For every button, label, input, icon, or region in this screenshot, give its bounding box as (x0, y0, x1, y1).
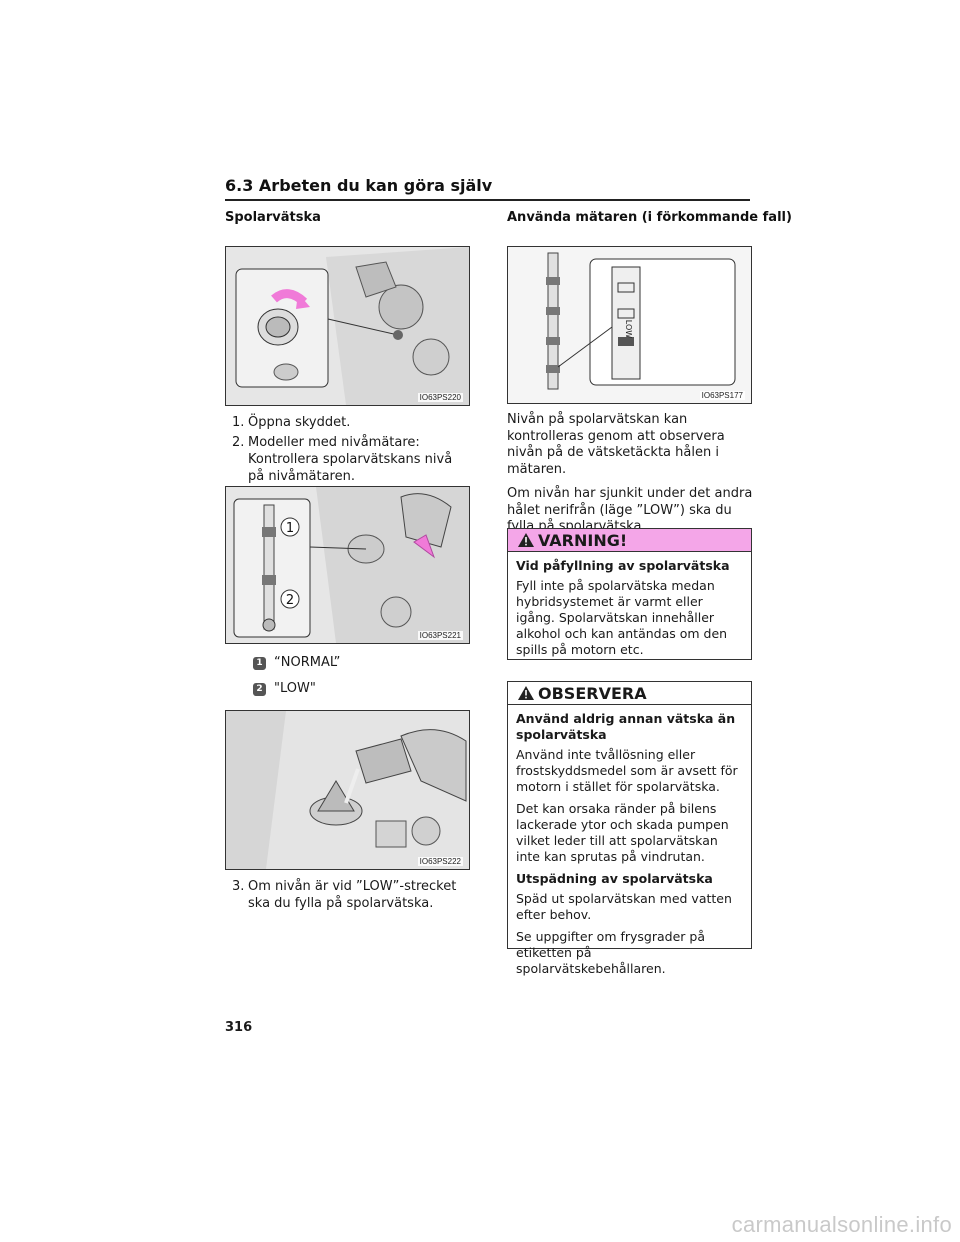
gauge-label-2: 2 (286, 593, 294, 608)
level-gauge-illustration: 1 2 (226, 487, 469, 643)
step-text: Om nivån är vid ”LOW”-strecket ska du fy… (248, 879, 457, 911)
engine-bay-illustration (226, 247, 469, 405)
notice-text: Späd ut spolarvätskan med vatten efter b… (516, 891, 732, 922)
section-header: 6.3 Arbeten du kan göra själv (225, 176, 493, 195)
figure-code: IO63PS222 (417, 857, 463, 866)
notice-header: OBSERVERA (508, 682, 751, 705)
washer-fluid-title: Spolarvätska (225, 210, 321, 225)
step-text: Modeller med nivåmätare: Kontrollera spo… (248, 435, 453, 484)
watermark: carmanualsonline.info (731, 1212, 952, 1237)
gauge-closeup-illustration: LOW (508, 247, 751, 403)
warning-header: VARNING! (508, 529, 751, 552)
notice-body: Använd aldrig annan vätska än spolarväts… (508, 705, 751, 987)
figure-gauge-closeup: LOW IO63PS177 (507, 246, 752, 404)
notice-text: Det kan orsaka ränder på bilens lackerad… (516, 801, 729, 864)
page-number: 316 (225, 1020, 253, 1035)
warning-title: VARNING! (538, 530, 628, 550)
step-number: 3. (232, 879, 245, 894)
notice-text: Använd inte tvållösning eller frostskydd… (516, 747, 738, 794)
paragraph: Nivån på spolarvätskan kan kontrolleras … (507, 412, 725, 477)
refill-illustration (226, 711, 469, 869)
step-number: 2. (232, 435, 245, 450)
figure-level-gauge: 1 2 IO63PS221 (225, 486, 470, 644)
gauge-usage-title: Använda mätaren (i förkommande fall) (507, 210, 792, 225)
step-3: 3. Om nivån är vid ”LOW”-strecket ska du… (232, 878, 472, 912)
figure-refill: IO63PS222 (225, 710, 470, 870)
notice-subtitle-2: Utspädning av spolarvätska (516, 871, 713, 886)
callout-badge: 1 (253, 657, 266, 670)
header-rule (225, 199, 750, 201)
caution-icon (518, 686, 534, 700)
notice-subtitle-1: Använd aldrig annan vätska än spolarväts… (516, 711, 736, 742)
figure-code: IO63PS220 (417, 393, 463, 402)
notice-box: OBSERVERA Använd aldrig annan vätska än … (507, 681, 752, 976)
step-number: 1. (232, 415, 245, 430)
callout-badge: 2 (253, 683, 266, 696)
notice-text: Se uppgifter om frysgrader på etiketten … (516, 929, 705, 976)
step-1: 1. Öppna skyddet. (232, 414, 472, 431)
callout-normal: 1 “NORMAL” (253, 654, 340, 671)
gauge-low-label: LOW (624, 320, 633, 338)
callout-low: 2 "LOW" (253, 680, 316, 697)
warning-text: Fyll inte på spolarvätska medan hybridsy… (516, 578, 728, 657)
gauge-label-1: 1 (286, 521, 294, 536)
figure-code: IO63PS177 (699, 391, 745, 400)
gauge-description: Nivån på spolarvätskan kan kontrolleras … (507, 412, 755, 544)
warning-icon (518, 533, 534, 547)
step-text: Öppna skyddet. (248, 415, 351, 430)
callout-text: "LOW" (274, 681, 316, 696)
warning-body: Vid påfyllning av spolarvätska Fyll inte… (508, 552, 751, 668)
notice-title: OBSERVERA (538, 683, 647, 703)
figure-code: IO63PS221 (417, 631, 463, 640)
step-2: 2. Modeller med nivåmätare: Kontrollera … (232, 434, 472, 485)
figure-open-cap: IO63PS220 (225, 246, 470, 406)
warning-subtitle: Vid påfyllning av spolarvätska (516, 558, 730, 573)
callout-text: “NORMAL” (274, 655, 341, 670)
warning-box: VARNING! Vid påfyllning av spolarvätska … (507, 528, 752, 660)
